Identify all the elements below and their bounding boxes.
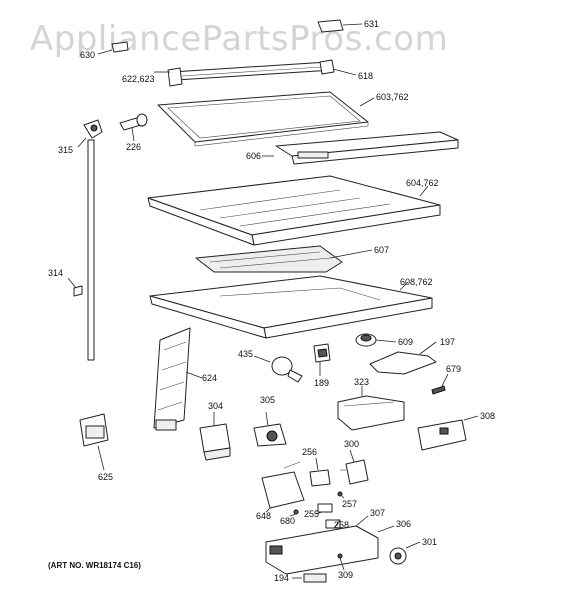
callout-624: 624 xyxy=(202,373,217,383)
callout-226: 226 xyxy=(126,142,141,152)
callout-258: 258 xyxy=(334,520,349,530)
callout-257: 257 xyxy=(342,499,357,509)
callout-618: 618 xyxy=(358,71,373,81)
callout-307: 307 xyxy=(370,508,385,518)
part-608 xyxy=(149,275,433,339)
part-197 xyxy=(369,351,437,375)
callout-301: 301 xyxy=(422,537,437,547)
part-609 xyxy=(355,333,377,347)
callout-304: 304 xyxy=(208,401,223,411)
part-301 xyxy=(389,547,407,565)
callout-306: 306 xyxy=(396,519,411,529)
callout-309: 309 xyxy=(338,570,353,580)
callout-680: 680 xyxy=(280,516,295,526)
part-194 xyxy=(303,573,327,583)
callout-630: 630 xyxy=(80,50,95,60)
part-323 xyxy=(337,395,405,431)
callout-435: 435 xyxy=(238,349,253,359)
callout-256: 256 xyxy=(302,447,317,457)
callout-255: 255 xyxy=(304,509,319,519)
callout-622-623: 622,623 xyxy=(122,74,155,84)
callout-308: 308 xyxy=(480,411,495,421)
part-679 xyxy=(431,385,446,395)
callout-609: 609 xyxy=(398,337,413,347)
part-630 xyxy=(111,41,129,53)
watermark: AppliancePartsPros.com xyxy=(30,19,448,59)
callout-604-762: 604,762 xyxy=(406,178,439,188)
callout-189: 189 xyxy=(314,378,329,388)
callout-603-762: 603,762 xyxy=(376,92,409,102)
callout-608-762: 608,762 xyxy=(400,277,433,287)
callout-314: 314 xyxy=(48,268,63,278)
part-304 xyxy=(199,423,231,461)
part-189 xyxy=(313,343,331,363)
part-648 xyxy=(261,461,305,509)
part-315 xyxy=(83,119,103,361)
callout-323: 323 xyxy=(354,377,369,387)
leader-lines xyxy=(67,23,479,579)
part-306 xyxy=(265,525,379,575)
part-606 xyxy=(275,131,459,165)
part-631 xyxy=(317,19,344,33)
part-625 xyxy=(79,413,109,447)
callout-labels: 631 630 622,623 618 603,762 315 226 606 … xyxy=(48,19,495,583)
part-607 xyxy=(195,245,343,273)
part-618 xyxy=(167,59,335,87)
part-435 xyxy=(271,356,303,383)
callout-305: 305 xyxy=(260,395,275,405)
part-308 xyxy=(417,419,467,451)
part-258 xyxy=(325,519,341,529)
part-300 xyxy=(340,459,369,485)
part-305 xyxy=(253,423,287,447)
callout-625: 625 xyxy=(98,472,113,482)
part-226 xyxy=(119,113,148,131)
callout-197: 197 xyxy=(440,337,455,347)
art-number: (ART NO. WR18174 C16) xyxy=(48,561,141,570)
part-314 xyxy=(73,285,83,297)
callout-679: 679 xyxy=(446,364,461,374)
callout-315: 315 xyxy=(58,145,73,155)
callout-194: 194 xyxy=(274,573,289,583)
part-255 xyxy=(317,503,333,513)
part-603 xyxy=(157,91,369,147)
callout-606: 606 xyxy=(246,151,261,161)
part-604 xyxy=(147,175,441,246)
part-257 xyxy=(337,491,343,497)
callout-607: 607 xyxy=(374,245,389,255)
part-624 xyxy=(153,327,191,431)
part-680 xyxy=(293,509,299,515)
callout-631: 631 xyxy=(364,19,379,29)
callout-648: 648 xyxy=(256,511,271,521)
callout-300: 300 xyxy=(344,439,359,449)
part-256 xyxy=(309,469,331,487)
